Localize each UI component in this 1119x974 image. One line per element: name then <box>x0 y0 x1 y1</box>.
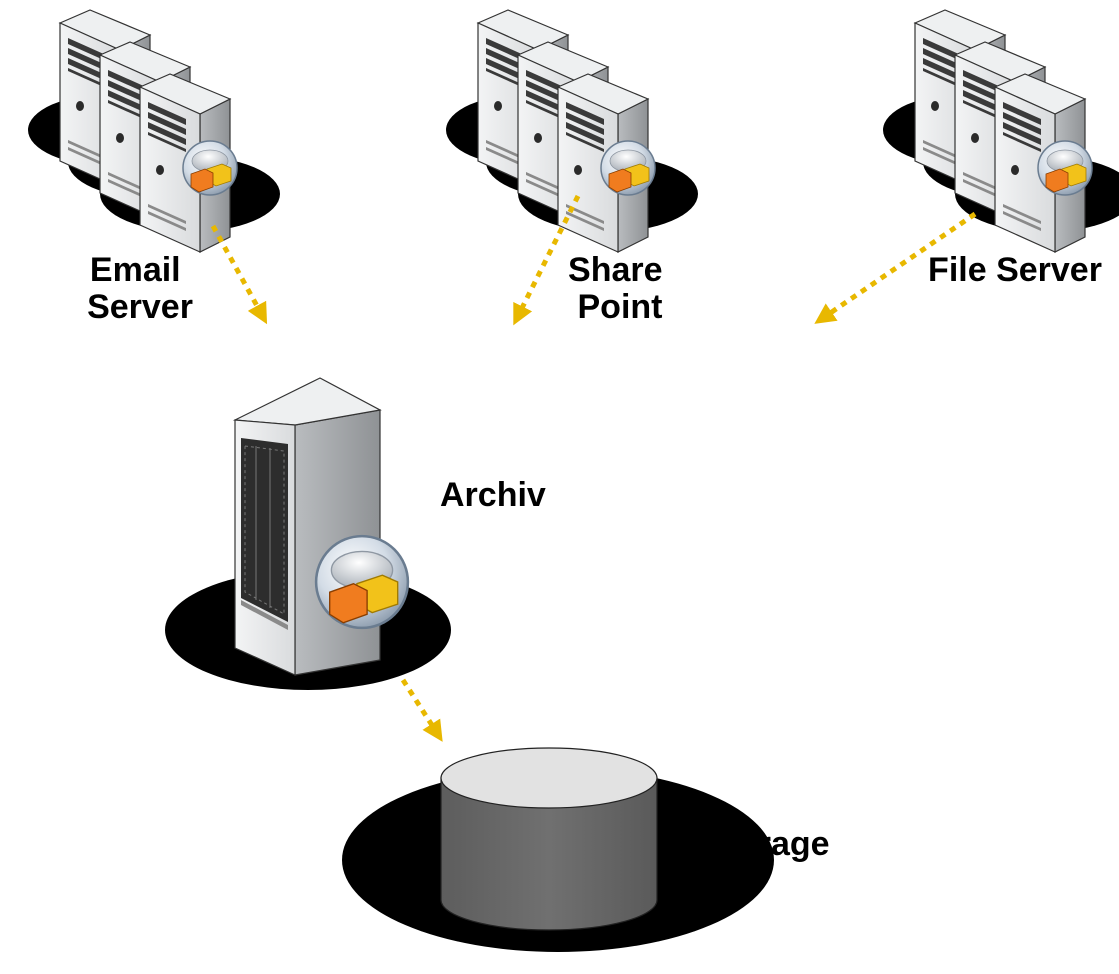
server-cluster-icon <box>883 10 1119 252</box>
flow-arrows <box>210 194 977 742</box>
archive-node: Archiv <box>165 377 546 690</box>
server-cluster-icon <box>28 10 280 252</box>
file-server-label: File Server <box>928 251 1102 289</box>
sharepoint-node: Share Point <box>446 10 698 326</box>
arrow-email-to-archive <box>210 224 268 325</box>
arrow-sharepoint-to-archive <box>513 194 581 326</box>
server-cluster-icon <box>446 10 698 252</box>
storage-cylinder-icon <box>440 747 658 931</box>
sharepoint-label: Share Point <box>568 251 672 326</box>
arrow-archive-to-storage <box>400 678 443 742</box>
email-server-label: Email Server <box>87 251 193 326</box>
storage-label: Storage <box>703 825 830 863</box>
file-server-node: File Server <box>883 10 1119 289</box>
archive-agent-badge-icon <box>314 534 410 630</box>
rack-server-icon <box>232 377 382 676</box>
storage-node: Storage <box>342 747 830 952</box>
email-server-node: Email Server <box>28 10 280 326</box>
archive-label: Archiv <box>440 476 546 514</box>
